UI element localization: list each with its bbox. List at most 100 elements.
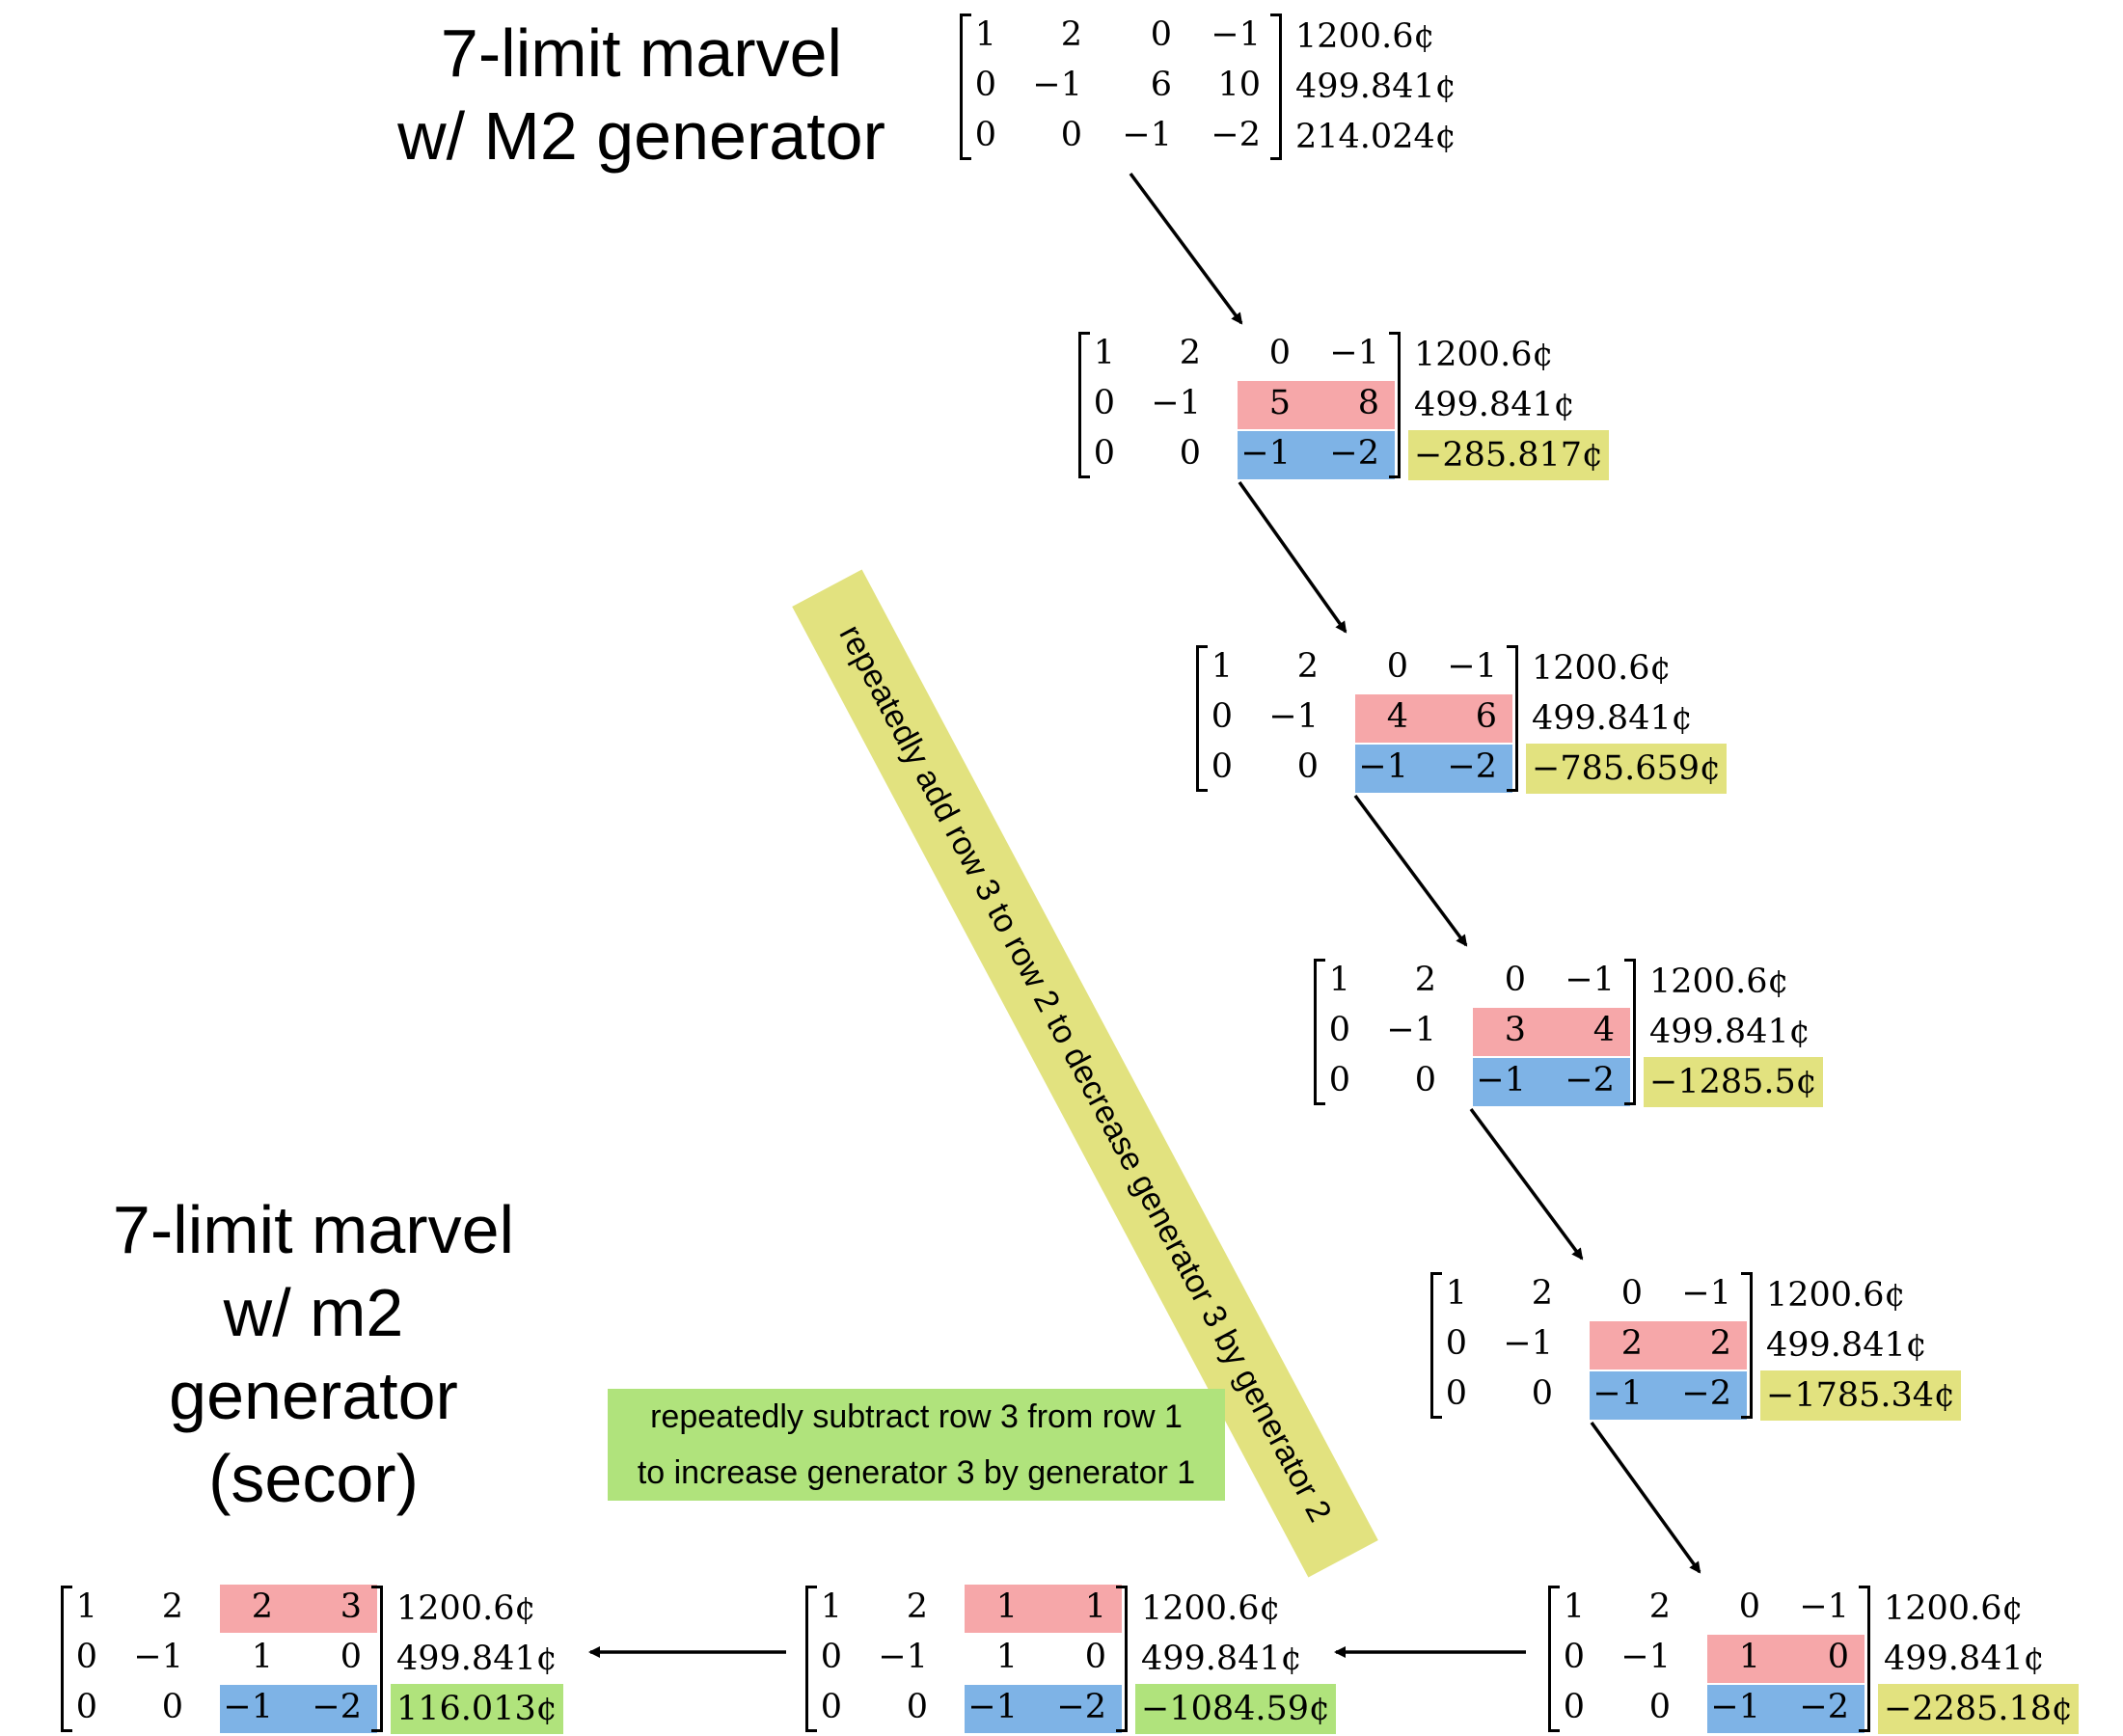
matrix-cell: 1 <box>995 1638 1018 1676</box>
highlight-red-row <box>965 1585 1122 1633</box>
matrix-cell: 0 <box>1648 1688 1671 1726</box>
matrix-cell: 0 <box>1150 15 1172 54</box>
matrix-cell: 4 <box>1386 697 1408 736</box>
note-horizontal-line2: to increase generator 3 by generator 1 <box>637 1454 1196 1491</box>
matrix-cell: 10 <box>1217 66 1261 104</box>
highlight-red-row <box>1473 1008 1630 1056</box>
matrix-cell: −1 <box>1386 1011 1436 1049</box>
matrix-cell: 2 <box>1060 15 1082 54</box>
cents-value: 1200.6¢ <box>1766 1276 1906 1315</box>
matrix-cell: 5 <box>1268 384 1291 422</box>
cents-value: 1200.6¢ <box>1649 963 1789 1001</box>
title-top: 7-limit marvel w/ M2 generator <box>397 15 885 174</box>
bracket-left <box>1078 332 1090 478</box>
matrix-cell: 0 <box>1386 647 1408 686</box>
matrix-cell: 0 <box>820 1638 842 1676</box>
cents-value: 499.841¢ <box>396 1640 558 1678</box>
matrix-cell: −1 <box>1799 1587 1849 1626</box>
cents-value: −785.659¢ <box>1526 744 1728 794</box>
matrix-cell: 0 <box>1620 1274 1643 1313</box>
matrix-cell: 0 <box>1445 1324 1467 1363</box>
matrix-cell: 0 <box>820 1688 842 1726</box>
note-horizontal-line1: repeatedly subtract row 3 from row 1 <box>650 1398 1183 1435</box>
matrix-cell: −2 <box>1447 747 1497 786</box>
bracket-right <box>1741 1272 1753 1419</box>
highlight-blue-row <box>1355 745 1512 793</box>
matrix-cell: 0 <box>1563 1638 1585 1676</box>
bracket-left <box>960 14 971 160</box>
matrix-cell: 3 <box>1504 1011 1526 1049</box>
matrix-cell: −1 <box>1358 747 1408 786</box>
matrix-cell: 0 <box>161 1688 183 1726</box>
matrix-cell: 8 <box>1357 384 1379 422</box>
matrix-cell: −1 <box>1592 1374 1643 1413</box>
bracket-left <box>1314 959 1325 1105</box>
matrix-cell: 0 <box>1827 1638 1849 1676</box>
matrix-cell: 0 <box>1296 747 1319 786</box>
matrix-cell: 0 <box>906 1688 928 1726</box>
matrix-cell: 0 <box>1093 384 1115 422</box>
bracket-right <box>1507 645 1518 792</box>
matrix-cell: −2 <box>1211 116 1261 154</box>
cents-value: 1200.6¢ <box>396 1589 536 1628</box>
matrix-cell: −1 <box>133 1638 183 1676</box>
matrix-cell: 0 <box>974 116 996 154</box>
cents-value: 1200.6¢ <box>1884 1589 2024 1628</box>
matrix-cell: 6 <box>1475 697 1497 736</box>
matrix-cell: 2 <box>161 1587 183 1626</box>
matrix-cell: 6 <box>1150 66 1172 104</box>
matrix-cell: 2 <box>1414 961 1436 999</box>
cents-value: 1200.6¢ <box>1141 1589 1281 1628</box>
matrix-cell: −2 <box>1565 1061 1615 1099</box>
highlight-red-row <box>220 1585 377 1633</box>
matrix-cell: 1 <box>1093 334 1115 372</box>
bracket-right <box>1624 959 1636 1105</box>
matrix-cell: 0 <box>1060 116 1082 154</box>
matrix-cell: 0 <box>1268 334 1291 372</box>
matrix-cell: 0 <box>75 1638 97 1676</box>
highlight-red-row <box>1355 694 1512 743</box>
matrix-cell: 2 <box>1648 1587 1671 1626</box>
matrix-cell: 2 <box>1179 334 1201 372</box>
matrix-cell: 0 <box>1328 1061 1350 1099</box>
matrix-cell: −1 <box>1565 961 1615 999</box>
matrix-cell: 0 <box>1084 1638 1106 1676</box>
cents-value: 499.841¢ <box>1141 1640 1303 1678</box>
matrix-cell: 0 <box>75 1688 97 1726</box>
matrix-cell: −1 <box>878 1638 928 1676</box>
matrix-cell: 0 <box>1414 1061 1436 1099</box>
matrix-cell: −1 <box>1211 15 1261 54</box>
matrix-cell: 2 <box>1620 1324 1643 1363</box>
matrix-cell: −1 <box>1240 434 1291 473</box>
cents-value: 499.841¢ <box>1532 699 1694 738</box>
matrix-cell: 0 <box>1738 1587 1760 1626</box>
matrix-cell: −1 <box>1681 1274 1731 1313</box>
bracket-right <box>1270 14 1282 160</box>
matrix-cell: 1 <box>1328 961 1350 999</box>
matrix-cell: 3 <box>340 1587 362 1626</box>
matrix-cell: 0 <box>974 66 996 104</box>
highlight-blue-row <box>1238 431 1395 479</box>
bracket-right <box>1389 332 1401 478</box>
highlight-blue-row <box>1590 1371 1747 1420</box>
note-horizontal: repeatedly subtract row 3 from row 1 to … <box>608 1389 1225 1501</box>
matrix-cell: 0 <box>1093 434 1115 473</box>
matrix-cell: 1 <box>1084 1587 1106 1626</box>
matrix-cell: −1 <box>1268 697 1319 736</box>
matrix-cell: 0 <box>1328 1011 1350 1049</box>
bracket-left <box>1430 1272 1442 1419</box>
matrix-cell: 0 <box>1563 1688 1585 1726</box>
matrix-cell: 2 <box>1531 1274 1553 1313</box>
matrix-cell: −2 <box>1329 434 1379 473</box>
arrow-5 <box>1590 1421 1701 1574</box>
highlight-red-row <box>1590 1321 1747 1370</box>
matrix-cell: 0 <box>1504 961 1526 999</box>
arrow-4 <box>1469 1107 1584 1261</box>
